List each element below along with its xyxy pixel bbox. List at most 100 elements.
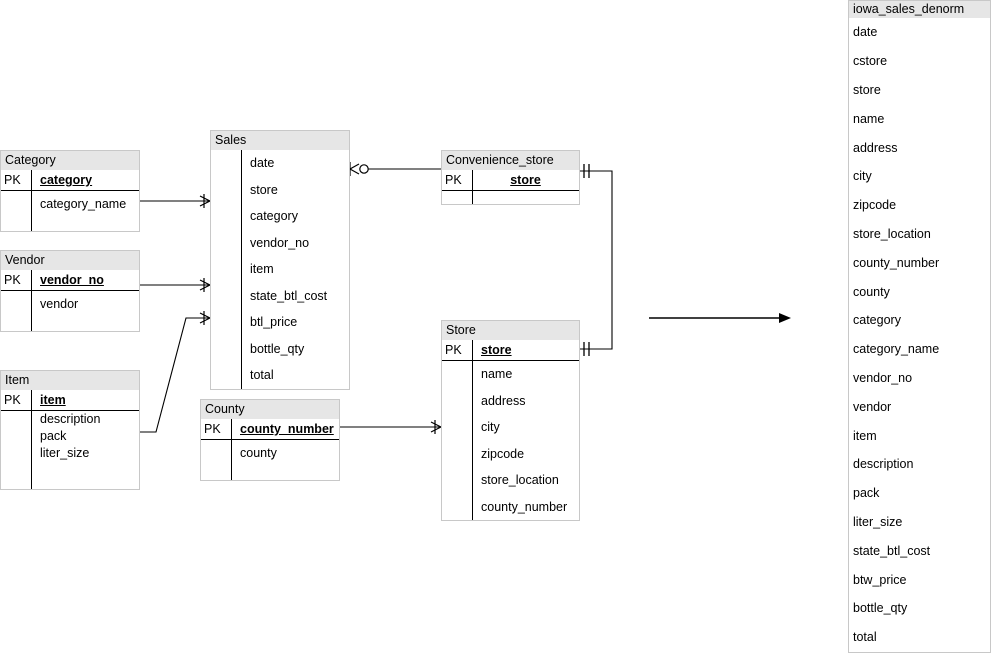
entity-body-item: PK item description pack liter_size: [1, 390, 139, 489]
attribute-address: address: [481, 393, 526, 408]
denorm-column[interactable]: store: [853, 82, 881, 97]
entity-blank-row: [1, 462, 139, 489]
attribute-state-btl-cost: state_btl_cost: [250, 288, 328, 303]
entity-attribute-row[interactable]: item: [211, 256, 349, 283]
entity-category[interactable]: Category PK category category_name: [0, 150, 140, 232]
denorm-column[interactable]: category_name: [853, 342, 940, 357]
denorm-column[interactable]: item: [853, 428, 877, 443]
denorm-column[interactable]: county: [853, 284, 890, 299]
entity-key-row[interactable]: PK category: [1, 170, 139, 191]
entity-attribute-row[interactable]: county_number: [442, 494, 579, 521]
attribute-store-location: store_location: [481, 473, 559, 487]
entity-blank-row: [1, 218, 139, 231]
denorm-title: iowa_sales_denorm: [849, 1, 990, 18]
entity-item[interactable]: Item PK item description pack liter_size: [0, 370, 140, 490]
entity-attribute-row[interactable]: name: [442, 361, 579, 388]
entity-body-category: PK category category_name: [1, 170, 139, 231]
edge-sales-convenience-store: [349, 162, 441, 176]
entity-attribute-row[interactable]: bottle_qty: [211, 336, 349, 363]
entity-attribute-row[interactable]: city: [442, 414, 579, 441]
entity-attribute-row[interactable]: pack: [1, 428, 139, 445]
attribute-bottle-qty: bottle_qty: [250, 341, 305, 356]
denorm-column[interactable]: total: [853, 630, 877, 645]
pk-marker: PK: [445, 342, 462, 357]
attribute-total: total: [250, 368, 274, 382]
denorm-column[interactable]: bottle_qty: [853, 601, 908, 616]
entity-attribute-row[interactable]: liter_size: [1, 445, 139, 462]
denorm-column[interactable]: address: [853, 140, 898, 155]
denorm-column[interactable]: store_location: [853, 226, 931, 241]
edge-county-store: [340, 420, 442, 434]
entity-body-vendor: PK vendor_no vendor: [1, 270, 139, 331]
entity-key-row[interactable]: PK store: [442, 340, 579, 361]
entity-key-row[interactable]: PK county_number: [201, 419, 339, 440]
entity-sales[interactable]: Sales date store category vendor_no item: [210, 130, 350, 390]
attribute-date: date: [250, 156, 275, 170]
entity-attribute-row[interactable]: store: [211, 177, 349, 204]
denorm-column[interactable]: city: [853, 169, 872, 184]
denorm-column[interactable]: liter_size: [853, 514, 903, 529]
denorm-column[interactable]: vendor_no: [853, 370, 913, 385]
attribute-category-name: category_name: [40, 197, 127, 211]
denorm-column[interactable]: pack: [853, 486, 880, 501]
denorm-column[interactable]: zipcode: [853, 198, 897, 213]
denorm-column[interactable]: state_btl_cost: [853, 543, 931, 558]
entity-attribute-row[interactable]: description: [1, 411, 139, 428]
edge-convenience-store-store: [580, 164, 613, 356]
entity-attribute-row[interactable]: vendor_no: [211, 230, 349, 257]
entity-attribute-row[interactable]: category: [211, 203, 349, 230]
attribute-store: store: [510, 172, 541, 187]
entity-vendor[interactable]: Vendor PK vendor_no vendor: [0, 250, 140, 332]
denorm-column[interactable]: category: [853, 313, 901, 328]
entity-key-row[interactable]: PK store: [442, 170, 579, 191]
entity-body-sales: date store category vendor_no item state…: [211, 150, 349, 389]
entity-attribute-row[interactable]: date: [211, 150, 349, 177]
denormalized-table-iowa-sales-denorm[interactable]: iowa_sales_denorm date cstore store name…: [848, 0, 991, 653]
edge-schema-to-denorm: [649, 313, 791, 323]
entity-attribute-row[interactable]: btl_price: [211, 309, 349, 336]
entity-blank-row: [442, 191, 579, 204]
denorm-column[interactable]: vendor: [853, 399, 892, 414]
attribute-vendor: vendor: [40, 297, 79, 311]
attribute-vendor-no: vendor_no: [250, 235, 310, 250]
attribute-btl-price: btl_price: [250, 315, 298, 329]
denorm-column[interactable]: county_number: [853, 255, 940, 270]
entity-attribute-row[interactable]: county: [201, 440, 339, 467]
denorm-column[interactable]: description: [853, 457, 914, 472]
attribute-store: store: [250, 182, 278, 197]
attribute-name: name: [481, 367, 513, 381]
denorm-column[interactable]: date: [853, 25, 878, 40]
attribute-liter-size: liter_size: [40, 446, 90, 461]
pk-marker: PK: [4, 392, 21, 407]
attribute-vendor-no: vendor_no: [40, 272, 104, 287]
attribute-county: county: [240, 446, 277, 460]
entity-attribute-row[interactable]: store_location: [442, 467, 579, 494]
denorm-column[interactable]: btw_price: [853, 572, 907, 587]
attribute-item: item: [250, 262, 274, 276]
entity-attribute-row[interactable]: address: [442, 388, 579, 415]
entity-title-county: County: [201, 400, 339, 419]
entity-attribute-row[interactable]: state_btl_cost: [211, 283, 349, 310]
entity-attribute-row[interactable]: vendor: [1, 291, 139, 318]
edge-vendor-sales: [140, 278, 211, 292]
entity-convenience-store[interactable]: Convenience_store PK store: [441, 150, 580, 205]
entity-title-category: Category: [1, 151, 139, 170]
entity-store[interactable]: Store PK store name address city zipcode: [441, 320, 580, 521]
entity-key-row[interactable]: PK item: [1, 390, 139, 411]
entity-key-row[interactable]: PK vendor_no: [1, 270, 139, 291]
entity-attribute-row[interactable]: total: [211, 362, 349, 389]
entity-attribute-row[interactable]: category_name: [1, 191, 139, 218]
entity-county[interactable]: County PK county_number county: [200, 399, 340, 481]
denorm-column-list: date cstore store name address city zipc…: [849, 18, 990, 652]
attribute-item: item: [40, 392, 66, 407]
entity-attribute-row[interactable]: zipcode: [442, 441, 579, 468]
attribute-store: store: [481, 342, 512, 357]
entity-title-convenience-store: Convenience_store: [442, 151, 579, 170]
entity-blank-row: [1, 318, 139, 331]
entity-blank-row: [201, 467, 339, 480]
denorm-column[interactable]: name: [853, 111, 885, 126]
denorm-column[interactable]: cstore: [853, 54, 888, 69]
entity-body-convenience-store: PK store: [442, 170, 579, 204]
edge-category-sales: [140, 194, 211, 208]
pk-marker: PK: [445, 172, 462, 187]
